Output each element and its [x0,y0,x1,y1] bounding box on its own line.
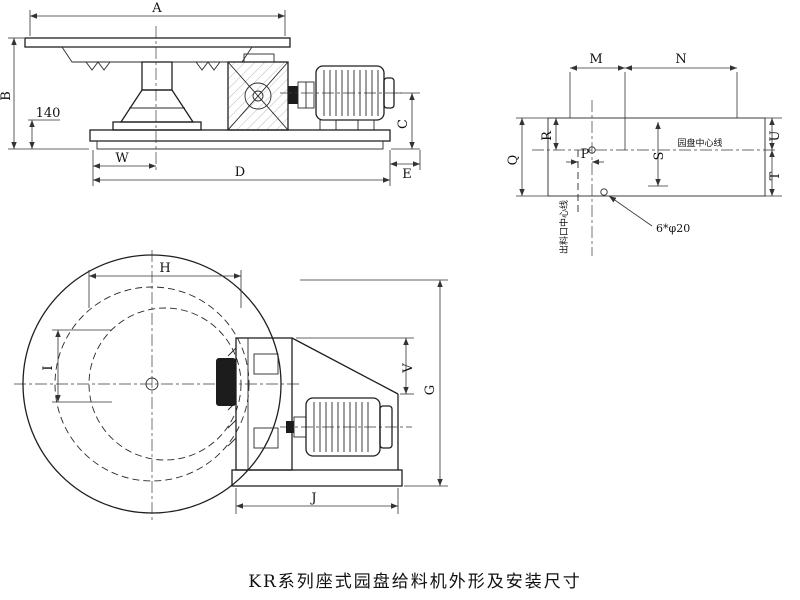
disc-outer-circle [22,254,282,514]
dim-label-A: A [151,1,162,16]
side-elevation-view: A B 140 C W [0,1,421,186]
dim-B: B [0,37,89,150]
dim-label-140: 140 [36,106,61,121]
pedestal [112,61,202,131]
disc-dashed-circle-outer [54,286,250,482]
gearbox [227,53,289,131]
outlet-centerline-label: 出料口中心线 [558,200,570,254]
base-plate [89,129,391,150]
dim-M-N: M N [569,52,738,150]
dim-label-D: D [235,165,245,180]
dim-P: P [566,147,604,165]
dim-E: E [390,150,421,182]
dim-label-C: C [396,119,411,129]
dim-label-M: M [589,52,602,67]
dim-label-B: B [0,91,14,101]
dim-label-S: S [652,152,667,161]
dim-label-Q: Q [506,155,521,166]
dim-W: W [92,150,156,186]
housing-plan [216,337,293,471]
dim-140: 140 [28,106,60,149]
base-plate-plan [231,469,403,487]
mount-plate-outline [547,117,766,197]
drive-pinion [216,358,236,406]
dim-label-R: R [540,130,555,141]
drawing-title: KR系列座式园盘给料机外形及安装尺寸 [248,572,582,592]
dim-label-T: T [768,171,783,180]
dim-label-W: W [115,151,129,166]
dim-label-H: H [159,261,170,276]
dim-J: J [235,488,399,514]
coupling [288,81,315,109]
dim-H: H [88,261,242,308]
dim-label-J: J [309,491,316,506]
dim-V: V [296,337,416,395]
dim-C: C [391,92,420,150]
dim-label-E: E [402,167,412,182]
disc-centerline-label: 园盘中心线 [677,137,722,149]
anchor-hole [588,146,596,154]
dim-A: A [29,1,286,36]
dim-S: S [648,121,668,187]
dim-U: U [765,117,783,150]
dim-label-V: V [401,363,416,374]
dim-label-G: G [423,385,438,395]
plan-view: H I V G J [14,250,448,520]
dim-label-P: P [581,147,590,162]
dim-label-N: N [675,52,686,67]
dim-T: T [765,150,783,197]
anchor-holes-callout: 6*φ20 [608,195,690,235]
dim-I: I [41,329,112,403]
anchor-hole [600,188,608,196]
dim-Q: Q [506,117,548,197]
disc-hub [145,377,159,391]
dim-R: R [540,118,559,150]
dim-label-U: U [768,130,783,141]
motor-side [280,65,402,131]
dim-D: D [93,150,391,186]
dim-label-I: I [41,365,56,370]
guard-plate [291,337,399,470]
anchor-holes-label: 6*φ20 [656,222,690,235]
disc-table [24,37,291,71]
mounting-view: M N Q R P S U [506,52,783,256]
dim-G: G [300,279,448,487]
disc-dashed-circle-inner [88,307,242,461]
motor-plan [280,397,412,457]
